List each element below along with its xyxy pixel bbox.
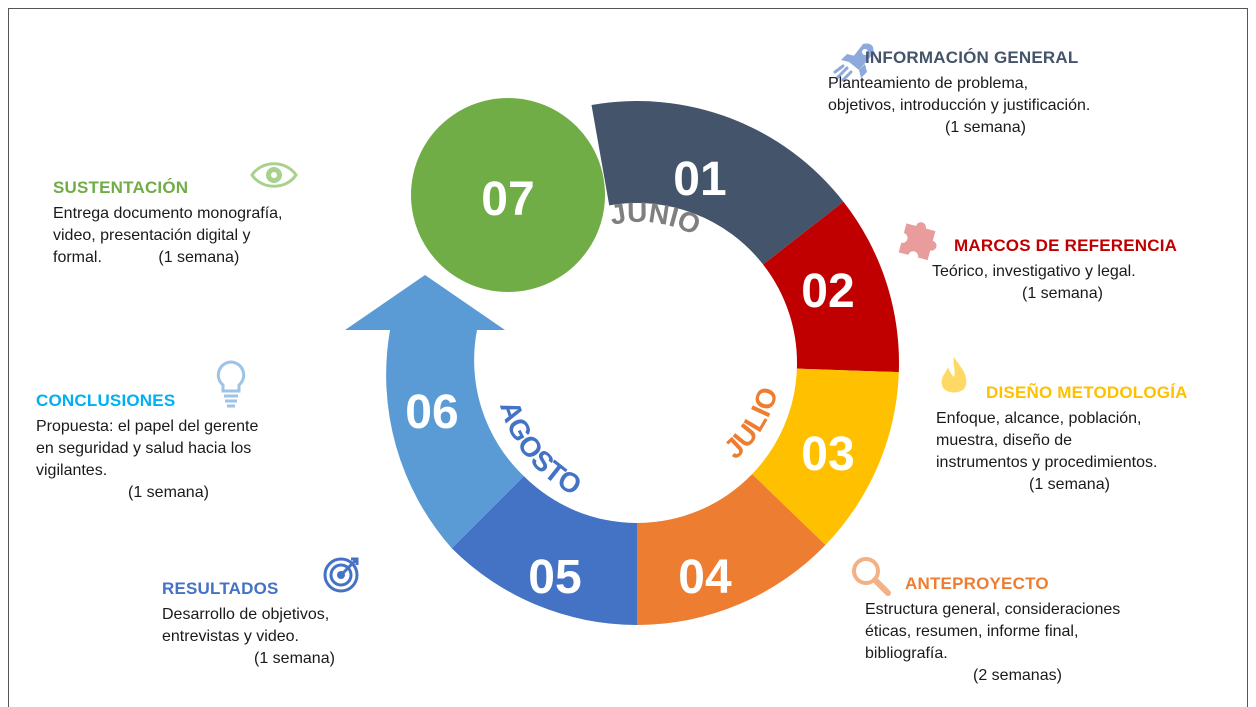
target-icon <box>323 557 359 593</box>
step-06-duration: (1 semana) <box>128 484 209 501</box>
segment-02 <box>763 201 899 373</box>
step-06-text: CONCLUSIONES Propuesta: el papel del ger… <box>36 390 336 504</box>
step-number-02: 02 <box>801 265 854 318</box>
step-number-01: 01 <box>673 153 726 206</box>
puzzle-icon <box>898 222 937 261</box>
segment-07-circle <box>411 98 605 292</box>
magnifier-icon <box>852 557 891 596</box>
step-01-body: Planteamiento de problema, objetivos, in… <box>828 75 1091 114</box>
step-number-07: 07 <box>481 173 534 226</box>
step-07-body: Entrega documento monografía, video, pre… <box>53 203 373 269</box>
step-07-body-text: Entrega documento monografía, video, pre… <box>53 205 283 266</box>
step-02-text: MARCOS DE REFERENCIA Teórico, investigat… <box>932 235 1232 305</box>
step-01-duration: (1 semana) <box>945 119 1026 136</box>
step-01-title: INFORMACIÓN GENERAL <box>865 48 1079 67</box>
step-05-title: RESULTADOS <box>162 579 279 598</box>
rocket-icon <box>833 43 874 82</box>
step-05-text: RESULTADOS Desarrollo de objetivos, entr… <box>162 578 422 670</box>
step-number-05: 05 <box>528 551 581 604</box>
step-02-body: Teórico, investigativo y legal. <box>932 263 1136 280</box>
step-03-title: DISEÑO METODOLOGÍA <box>986 383 1188 402</box>
lightbulb-icon <box>216 360 246 408</box>
step-02-duration: (1 semana) <box>1022 285 1103 302</box>
step-04-body: Estructura general, consideraciones étic… <box>865 601 1121 662</box>
step-03-text: DISEÑO METODOLOGÍA Enfoque, alcance, pob… <box>936 382 1236 496</box>
segment-01 <box>591 101 844 265</box>
step-06-title: CONCLUSIONES <box>36 391 176 410</box>
flame-icon <box>941 357 967 393</box>
segment-06-arrow <box>345 275 524 549</box>
segment-03 <box>752 368 899 546</box>
step-03-duration: (1 semana) <box>1029 476 1110 493</box>
step-05-duration: (1 semana) <box>254 650 335 667</box>
step-number-03: 03 <box>801 428 854 481</box>
step-number-06: 06 <box>405 386 458 439</box>
step-03-body: Enfoque, alcance, población, muestra, di… <box>936 410 1158 471</box>
step-06-body: Propuesta: el papel del gerente en segur… <box>36 418 259 479</box>
step-02-title: MARCOS DE REFERENCIA <box>954 236 1178 255</box>
step-07-text: SUSTENTACIÓN Entrega documento monografí… <box>53 177 373 269</box>
segment-04 <box>637 474 826 625</box>
step-04-title: ANTEPROYECTO <box>905 574 1049 593</box>
step-07-duration: (1 semana) <box>158 249 240 266</box>
diagram-frame <box>8 8 1248 707</box>
step-05-body: Desarrollo de objetivos, entrevistas y v… <box>162 606 330 645</box>
step-04-text: ANTEPROYECTO Estructura general, conside… <box>865 573 1225 687</box>
segment-05 <box>451 476 637 625</box>
step-04-duration: (2 semanas) <box>973 667 1062 684</box>
step-01-text: INFORMACIÓN GENERAL Planteamiento de pro… <box>828 47 1228 139</box>
step-07-title: SUSTENTACIÓN <box>53 178 189 197</box>
eye-icon <box>250 162 298 188</box>
step-number-04: 04 <box>678 551 732 604</box>
